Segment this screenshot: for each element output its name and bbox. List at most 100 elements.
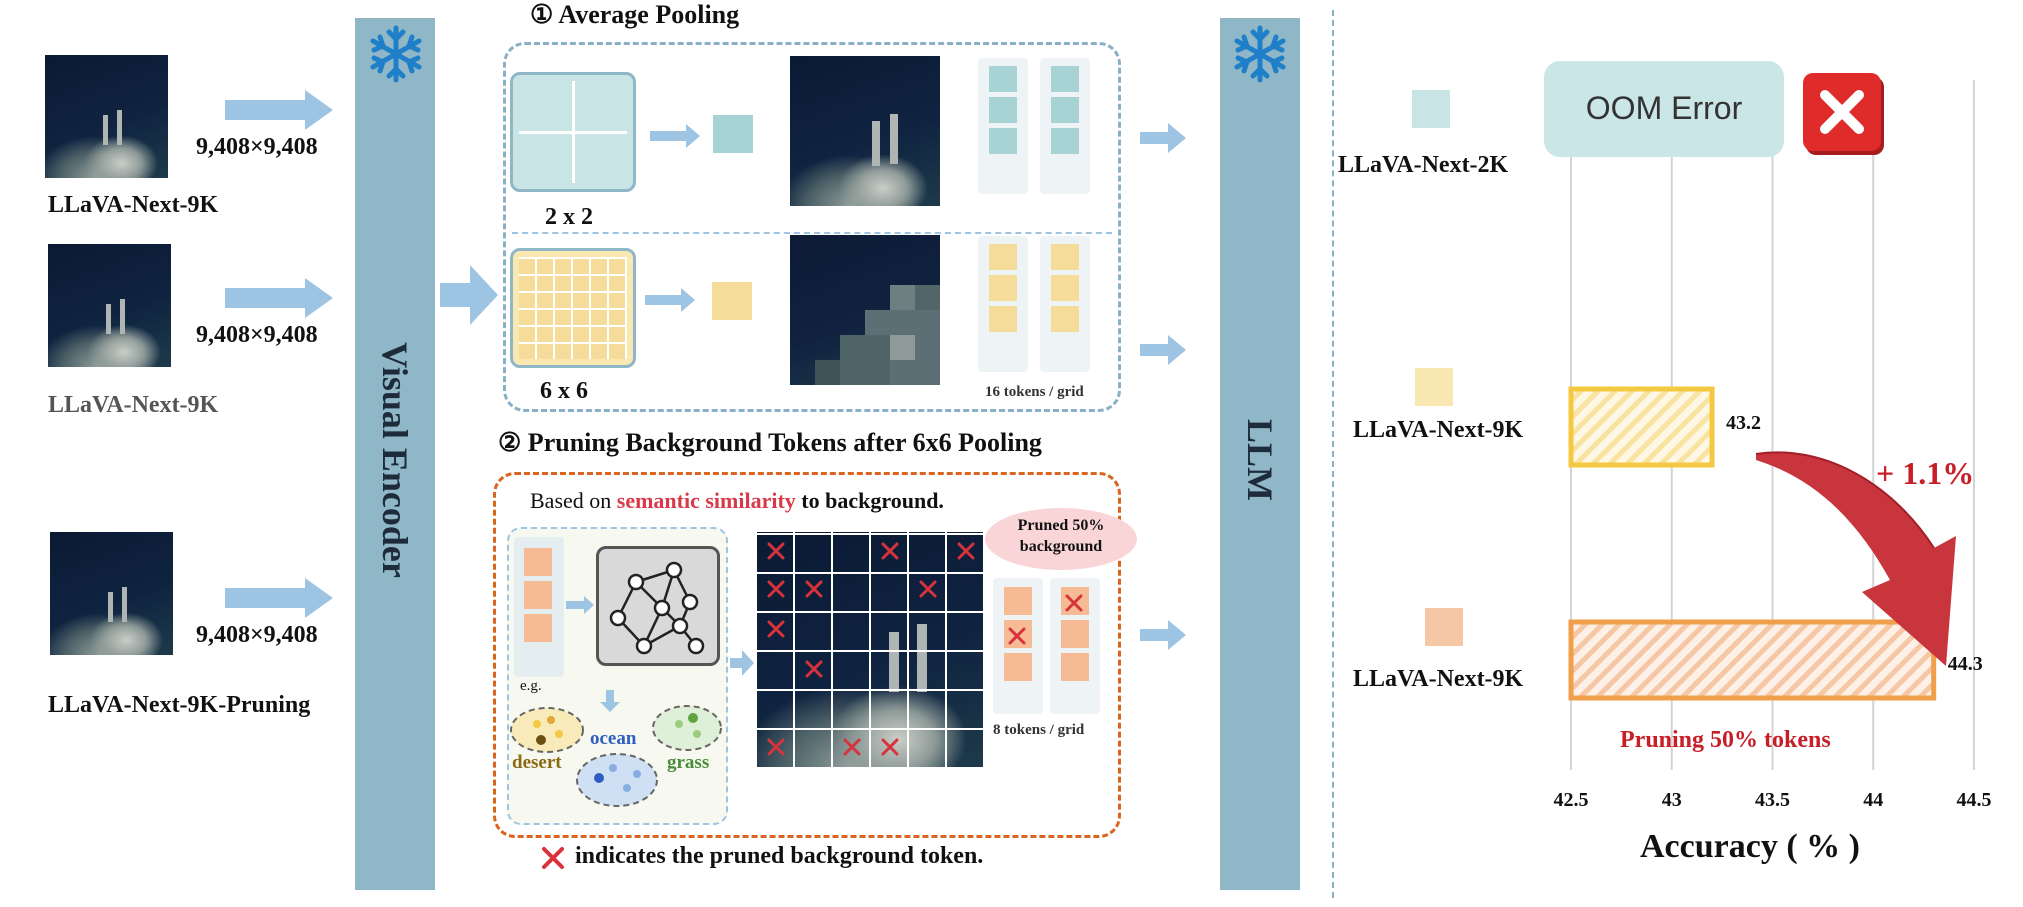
pooled-token-blue [713, 115, 753, 153]
basis-highlight: semantic similarity [616, 488, 796, 513]
close-icon [1803, 73, 1881, 151]
pool-arrow-1 [650, 124, 700, 148]
token-blue-5 [1051, 97, 1079, 123]
input-arrow-1 [225, 90, 333, 130]
token-orange-9 [1061, 653, 1089, 681]
graph-arrow [566, 596, 594, 614]
satellite-image-3 [50, 532, 173, 655]
cluster-label-desert: desert [512, 752, 562, 773]
llm-arrow-1 [1140, 123, 1186, 153]
panel-separator [1332, 10, 1334, 898]
cluster-arrow [600, 690, 620, 712]
token-orange-6 [1004, 653, 1032, 681]
oom-badge [1544, 61, 1784, 157]
prune-grid-arrow [730, 650, 754, 676]
token-blue-2 [989, 97, 1017, 123]
x-tick-label: 43 [1662, 789, 1682, 811]
oom-label: OOM Error [1585, 90, 1743, 126]
category-label-2: LLaVA-Next-9K [1353, 417, 1524, 443]
cluster-label-grass: grass [667, 752, 710, 773]
legend-swatch-pruning [1425, 608, 1463, 646]
x-tick-label: 44.5 [1957, 789, 1992, 811]
stage2-title: ② Pruning Background Tokens after 6x6 Po… [498, 428, 1042, 457]
snowflake-icon [370, 25, 422, 83]
stage1-box [503, 42, 1121, 412]
token-blue-3 [989, 128, 1017, 154]
resolution-label-1: 9,408×9,408 [196, 134, 318, 160]
bubble-text: Pruned 50% background [1017, 517, 1105, 555]
encoder-out-arrow [440, 265, 498, 325]
token-blue-6 [1051, 128, 1079, 154]
pooled-image-2x2 [790, 56, 940, 206]
llm-arrow-3 [1140, 620, 1186, 650]
resolution-label-3: 9,408×9,408 [196, 622, 318, 648]
x-tick-label: 44 [1863, 789, 1883, 811]
pooled-token-yellow [712, 282, 752, 320]
pool-label-6x6: 6 x 6 [540, 378, 588, 404]
model-label-3: LLaVA-Next-9K-Pruning [48, 692, 311, 718]
satellite-image-1 [45, 55, 168, 178]
snowflake-icon [1234, 25, 1286, 83]
input-arrow-3 [225, 578, 333, 618]
bar-value-label: 44.3 [1948, 653, 1983, 675]
pruned-bubble [985, 508, 1137, 570]
token-blue-1 [989, 66, 1017, 92]
token-orange-3 [524, 614, 552, 642]
model-label-2: LLaVA-Next-9K [48, 392, 219, 418]
tokens-note-8: 8 tokens / grid [993, 722, 1085, 738]
bar-value-label: 43.2 [1726, 412, 1761, 434]
token-orange-8 [1061, 620, 1089, 648]
pool-arrow-2 [645, 288, 695, 312]
token-orange-4 [1004, 587, 1032, 615]
token-yellow-3 [989, 306, 1017, 332]
pruning-annotation: Pruning 50% tokens [1620, 727, 1831, 753]
pruned-token-marks [767, 542, 975, 756]
stage2-box [493, 472, 1121, 838]
pooled-image-6x6 [790, 235, 940, 385]
eg-label: e.g. [520, 678, 542, 694]
tokens-note-16: 16 tokens / grid [985, 384, 1084, 400]
model-label-1: LLaVA-Next-9K [48, 192, 219, 218]
visual-encoder-block [355, 18, 435, 890]
category-label-3: LLaVA-Next-9K [1353, 666, 1524, 692]
accuracy-bar [1568, 386, 1715, 468]
input-arrow-2 [225, 278, 333, 318]
basis-suffix: to background. [801, 488, 944, 513]
category-label-1: LLaVA-Next-2K [1338, 152, 1509, 178]
x-tick-label: 43.5 [1755, 789, 1790, 811]
cluster-label-ocean: ocean [590, 728, 637, 749]
llm-arrow-2 [1140, 335, 1186, 365]
gain-arrow [1755, 451, 1956, 666]
x-tick-label: 42.5 [1554, 789, 1589, 811]
stage1-divider [512, 232, 1112, 234]
token-yellow-6 [1051, 306, 1079, 332]
pool-grid-2x2 [510, 72, 636, 192]
token-yellow-2 [989, 275, 1017, 301]
token-orange-1 [524, 548, 552, 576]
legend-swatch-9k [1415, 368, 1453, 406]
graph-icon [609, 561, 705, 655]
pruned-mark-icon [542, 847, 564, 869]
stage2-basis: Based on semantic similarity to backgrou… [530, 488, 944, 514]
x-axis-label: Accuracy ( % ) [1640, 828, 1860, 865]
pruned-grid-image [757, 532, 985, 767]
accuracy-bar [1568, 619, 1937, 701]
pool-grid-6x6 [510, 248, 636, 368]
cluster-blobs [510, 705, 722, 807]
llm-block [1220, 18, 1300, 890]
token-pruned-marks [1008, 594, 1083, 645]
token-yellow-1 [989, 244, 1017, 270]
stage2-footnote: indicates the pruned background token. [575, 843, 984, 869]
pool-label-2x2: 2 x 2 [545, 204, 593, 230]
resolution-label-2: 9,408×9,408 [196, 322, 318, 348]
satellite-image-2 [48, 244, 171, 367]
stage1-title: ① Average Pooling [530, 0, 740, 29]
legend-swatch-2k [1412, 90, 1450, 128]
token-orange-2 [524, 581, 552, 609]
basis-prefix: Based on [530, 488, 612, 513]
gain-label: + 1.1% [1876, 455, 1975, 491]
token-yellow-5 [1051, 275, 1079, 301]
token-yellow-4 [1051, 244, 1079, 270]
